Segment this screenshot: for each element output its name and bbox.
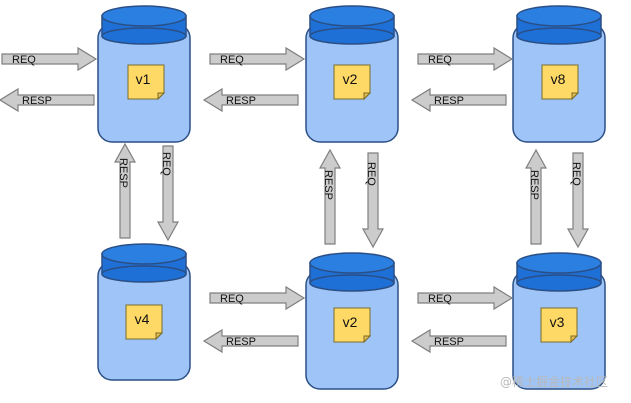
response-arrow-v4-to-v1: RESP <box>114 143 136 239</box>
request-arrow-v4-to-v2: REQ <box>209 286 305 310</box>
storage-jar-top-left: v1 <box>97 5 191 143</box>
request-label: REQ <box>428 293 452 305</box>
response-label: RESP <box>117 158 129 188</box>
response-arrow-v3-to-v2: RESP <box>411 329 507 353</box>
request-label: REQ <box>220 54 244 66</box>
response-arrow-v2-to-v1: RESP <box>203 88 299 112</box>
incoming-request-arrow: REQ <box>1 47 97 71</box>
watermark: @稀土掘金技术社区 <box>500 374 608 389</box>
storage-jar-top-mid: v2 <box>305 5 399 143</box>
request-arrow-v1-to-v2: REQ <box>209 47 305 71</box>
response-arrow-bottom-v2-to-top-v2: RESP <box>319 149 341 245</box>
response-label: RESP <box>434 336 464 348</box>
request-label: REQ <box>570 162 582 186</box>
version-label: v2 <box>343 71 358 87</box>
response-arrow-v2-to-v4: RESP <box>203 329 299 353</box>
version-label: v2 <box>343 314 358 330</box>
request-arrow-v2-to-v8: REQ <box>417 47 513 71</box>
storage-jar-bottom-mid: v2 <box>305 252 399 390</box>
request-arrow-v1-to-v4: REQ <box>157 145 179 241</box>
storage-jar-top-right: v8 <box>512 5 606 143</box>
outgoing-response-arrow: RESP <box>0 88 95 112</box>
version-label: v1 <box>136 71 151 87</box>
response-label: RESP <box>528 170 540 200</box>
storage-jar-bottom-right: v3 <box>512 252 606 390</box>
request-label: REQ <box>12 54 36 66</box>
storage-jar-bottom-left: v4 <box>97 243 191 381</box>
response-arrow-v8-to-v2: RESP <box>411 88 507 112</box>
response-label: RESP <box>22 95 52 107</box>
response-label: RESP <box>226 336 256 348</box>
version-label: v3 <box>550 314 565 330</box>
request-arrow-top-v2-to-bottom-v2: REQ <box>362 152 384 248</box>
request-label: REQ <box>428 54 452 66</box>
version-label: v4 <box>135 311 150 327</box>
response-label: RESP <box>434 95 464 107</box>
response-label: RESP <box>322 170 334 200</box>
request-arrow-v2-to-v3: REQ <box>417 286 513 310</box>
request-arrow-v8-to-v3: REQ <box>567 152 589 248</box>
request-label: REQ <box>220 293 244 305</box>
response-label: RESP <box>226 95 256 107</box>
response-arrow-v3-to-v8: RESP <box>525 149 547 245</box>
version-label: v8 <box>551 71 566 87</box>
request-label: REQ <box>160 152 172 176</box>
request-label: REQ <box>365 162 377 186</box>
